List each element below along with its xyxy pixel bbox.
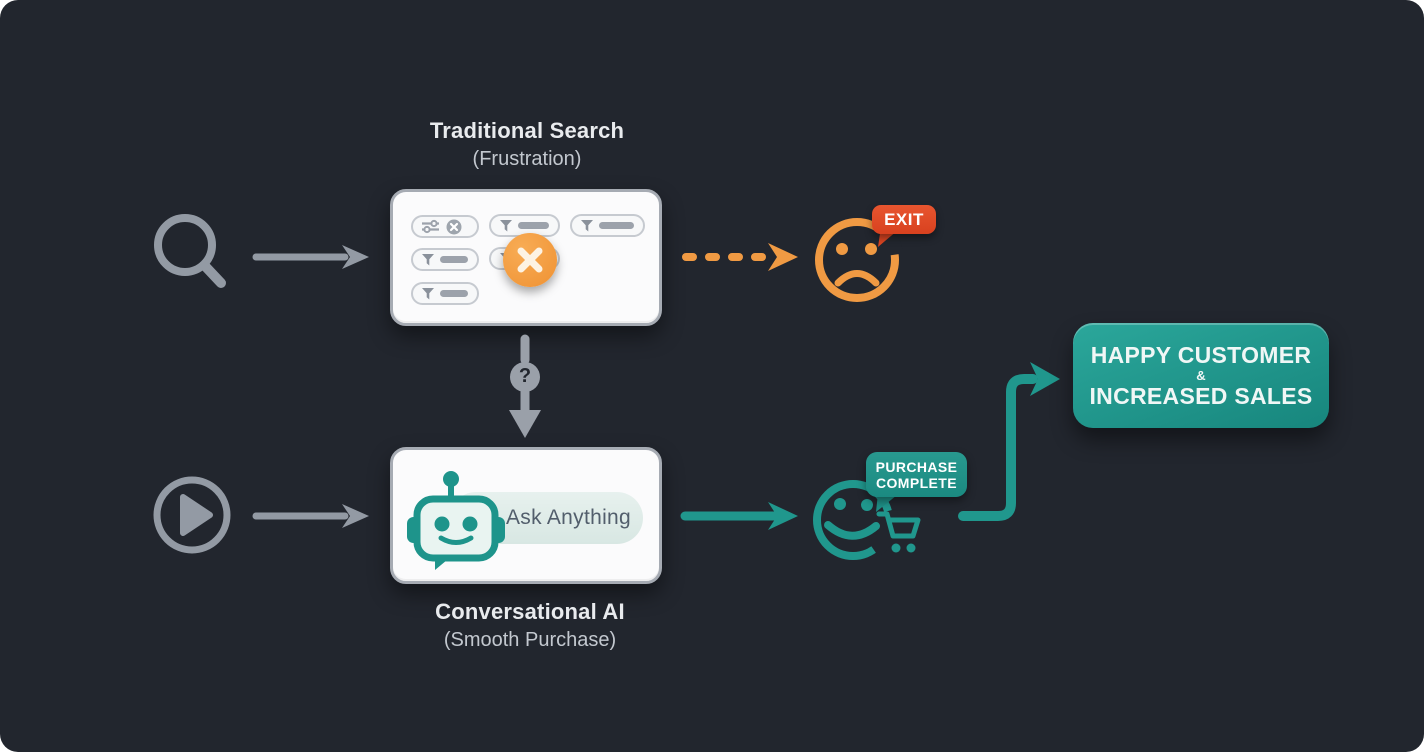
filter-pill: [570, 214, 645, 237]
arrow-right-icon: [252, 504, 369, 528]
search-icon: [154, 214, 226, 288]
funnel-icon: [422, 253, 434, 265]
question-arrow-icon: [509, 334, 541, 438]
ask-anything-label: Ask Anything: [505, 506, 631, 529]
outcome-box: HAPPY CUSTOMER & INCREASED SALES: [1073, 323, 1329, 428]
filter-value-bar: [599, 222, 634, 229]
purchase-badge-line1: PURCHASE: [875, 458, 958, 475]
top-flow-heading: Traditional Search (Frustration): [317, 118, 737, 171]
outcome-ampersand: &: [1196, 368, 1206, 383]
exit-badge: EXIT: [872, 205, 936, 234]
funnel-icon: [581, 219, 593, 231]
funnel-icon: [422, 287, 434, 299]
cart-icon: [876, 511, 921, 553]
filter-value-bar: [440, 256, 468, 263]
clear-x-icon: [446, 219, 462, 234]
traditional-search-card: [390, 189, 662, 326]
robot-icon: [407, 471, 505, 570]
bottom-flow-title: Conversational AI: [435, 599, 625, 624]
dashed-arrow-icon: [682, 243, 798, 271]
teal-arrow-icon: [680, 502, 798, 530]
exit-badge-label: EXIT: [884, 209, 924, 229]
filter-pill: [411, 248, 479, 271]
play-icon: [153, 476, 231, 554]
filter-pill: [489, 214, 560, 237]
sliders-icon: [422, 219, 439, 234]
purchase-complete-badge: PURCHASE COMPLETE: [866, 452, 967, 497]
filter-value-bar: [518, 222, 549, 229]
filter-pill-sliders: [411, 215, 479, 238]
outcome-line2: INCREASED SALES: [1089, 383, 1313, 409]
arrow-right-icon: [252, 245, 369, 269]
top-flow-subtitle: (Frustration): [472, 148, 582, 170]
sad-face-icon: [815, 218, 904, 302]
funnel-icon: [500, 219, 512, 231]
connector-arrow-icon: [958, 362, 1060, 521]
error-x-icon: [503, 233, 557, 287]
purchase-badge-line2: COMPLETE: [876, 474, 957, 491]
question-mark-label: ?: [518, 365, 532, 387]
filter-value-bar: [440, 290, 468, 297]
filter-pill: [411, 282, 479, 305]
bottom-flow-subtitle: (Smooth Purchase): [443, 629, 617, 651]
conversational-ai-card: Ask Anything: [390, 447, 662, 584]
outcome-line1: HAPPY CUSTOMER: [1090, 342, 1312, 368]
bottom-flow-heading: Conversational AI (Smooth Purchase): [320, 599, 740, 652]
top-flow-title: Traditional Search: [429, 118, 625, 143]
